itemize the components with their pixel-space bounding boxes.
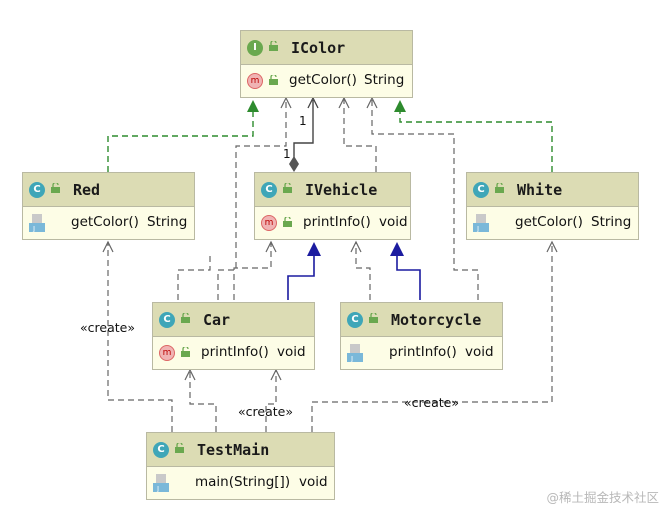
method-return-type: void [299,474,328,490]
public-visibility-icon [51,183,60,193]
svg-text:J: J [156,485,159,492]
method-return-type: String [364,72,405,88]
create-label-red: «create» [80,320,135,335]
class-testmain[interactable]: C TestMain J main(String[]) void [146,432,335,500]
class-testmain-header: C TestMain [147,433,334,467]
class-icolor-members: m getColor() String [241,65,412,97]
class-icolor[interactable]: I IColor m getColor() String [240,30,413,98]
class-name: Red [73,181,101,199]
car-extends-ivehicle [287,254,315,300]
motorcycle-extends-ivehicle [396,254,421,300]
class-red[interactable]: C Red J getColor() String [22,172,195,240]
class-icon: C [261,182,277,198]
ivehicle-depends-icolor [343,98,377,172]
car-depends-ivehicle-a [177,252,211,300]
class-ivehicle-header: C IVehicle [255,173,410,207]
method-icon: m [247,73,263,89]
public-visibility-icon [175,443,184,453]
public-visibility-icon [181,313,190,323]
motorcycle-depends-ivehicle [355,242,371,300]
motorcycle-extends-arrowhead [390,242,404,256]
class-white-members: J getColor() String [467,207,638,239]
interface-icon: I [247,40,263,56]
motorcycle-depends-icolor [371,98,479,300]
method-name: printInfo() [389,344,457,360]
svg-text:J: J [32,225,35,232]
method-return-type: void [465,344,494,360]
car-extends-arrowhead [307,242,321,256]
method-return-type: void [277,344,306,360]
method-name: getColor() [71,214,139,230]
testmain-creates-red [107,242,173,432]
method-name: getColor() [289,72,357,88]
method-icon: m [261,215,277,231]
class-name: White [517,181,563,199]
method-icon: m [159,345,175,361]
multiplicity-ivehicle-end: 1 [283,147,291,161]
class-name: IColor [291,39,346,57]
car-depends-icolor [217,98,287,300]
icolor-open-arrow [307,96,319,109]
svg-text:J: J [476,225,479,232]
class-car-header: C Car [153,303,314,337]
class-car-members: m printInfo() void [153,337,314,369]
method-return-type: String [591,214,632,230]
car-depends-ivehicle-b [233,242,272,300]
public-visibility-icon [181,347,190,357]
method-return-type: void [379,214,408,230]
class-motorcycle[interactable]: C Motorcycle J printInfo() void [340,302,503,370]
red-implements-arrowhead [247,100,259,112]
class-icon: C [29,182,45,198]
class-name: TestMain [197,441,270,459]
method-name: main(String[]) [195,474,291,490]
white-implements-arrowhead [394,100,406,112]
multiplicity-icolor-end: 1 [299,114,307,128]
java-file-icon: J [29,214,45,233]
class-name: IVehicle [305,181,378,199]
class-icolor-header: I IColor [241,31,412,65]
watermark: @稀土掘金技术社区 [546,490,659,505]
java-file-icon: J [473,214,489,233]
class-testmain-members: J main(String[]) void [147,467,334,499]
class-icon: C [473,182,489,198]
method-name: printInfo() [303,214,371,230]
java-file-icon: J [153,474,169,493]
public-visibility-icon [283,183,292,193]
java-file-icon: J [347,344,363,363]
public-visibility-icon [269,41,278,51]
class-white-header: C White [467,173,638,207]
class-motorcycle-header: C Motorcycle [341,303,502,337]
class-red-header: C Red [23,173,194,207]
method-name: getColor() [515,214,583,230]
class-icon: C [347,312,363,328]
class-ivehicle[interactable]: C IVehicle m printInfo() void [254,172,411,240]
composition-diamond [289,156,299,172]
method-return-type: String [147,214,188,230]
public-visibility-icon [269,75,278,85]
create-label-white: «create» [404,395,459,410]
ivehicle-has-icolor [293,100,314,160]
white-implements-icolor [399,104,553,172]
class-name: Motorcycle [391,311,482,329]
public-visibility-icon [495,183,504,193]
svg-text:J: J [350,355,353,362]
testmain-creates-car-b [265,370,277,432]
class-car[interactable]: C Car m printInfo() void [152,302,315,370]
red-implements-icolor [107,104,254,172]
class-red-members: J getColor() String [23,207,194,239]
public-visibility-icon [283,217,292,227]
class-name: Car [203,311,231,329]
class-white[interactable]: C White J getColor() String [466,172,639,240]
testmain-creates-white [311,242,553,432]
class-motorcycle-members: J printInfo() void [341,337,502,369]
class-ivehicle-members: m printInfo() void [255,207,410,239]
testmain-creates-car-a [189,370,217,432]
method-name: printInfo() [201,344,269,360]
runnable-class-icon: C [153,442,169,458]
class-icon: C [159,312,175,328]
create-label-car: «create» [238,404,293,419]
public-visibility-icon [369,313,378,323]
